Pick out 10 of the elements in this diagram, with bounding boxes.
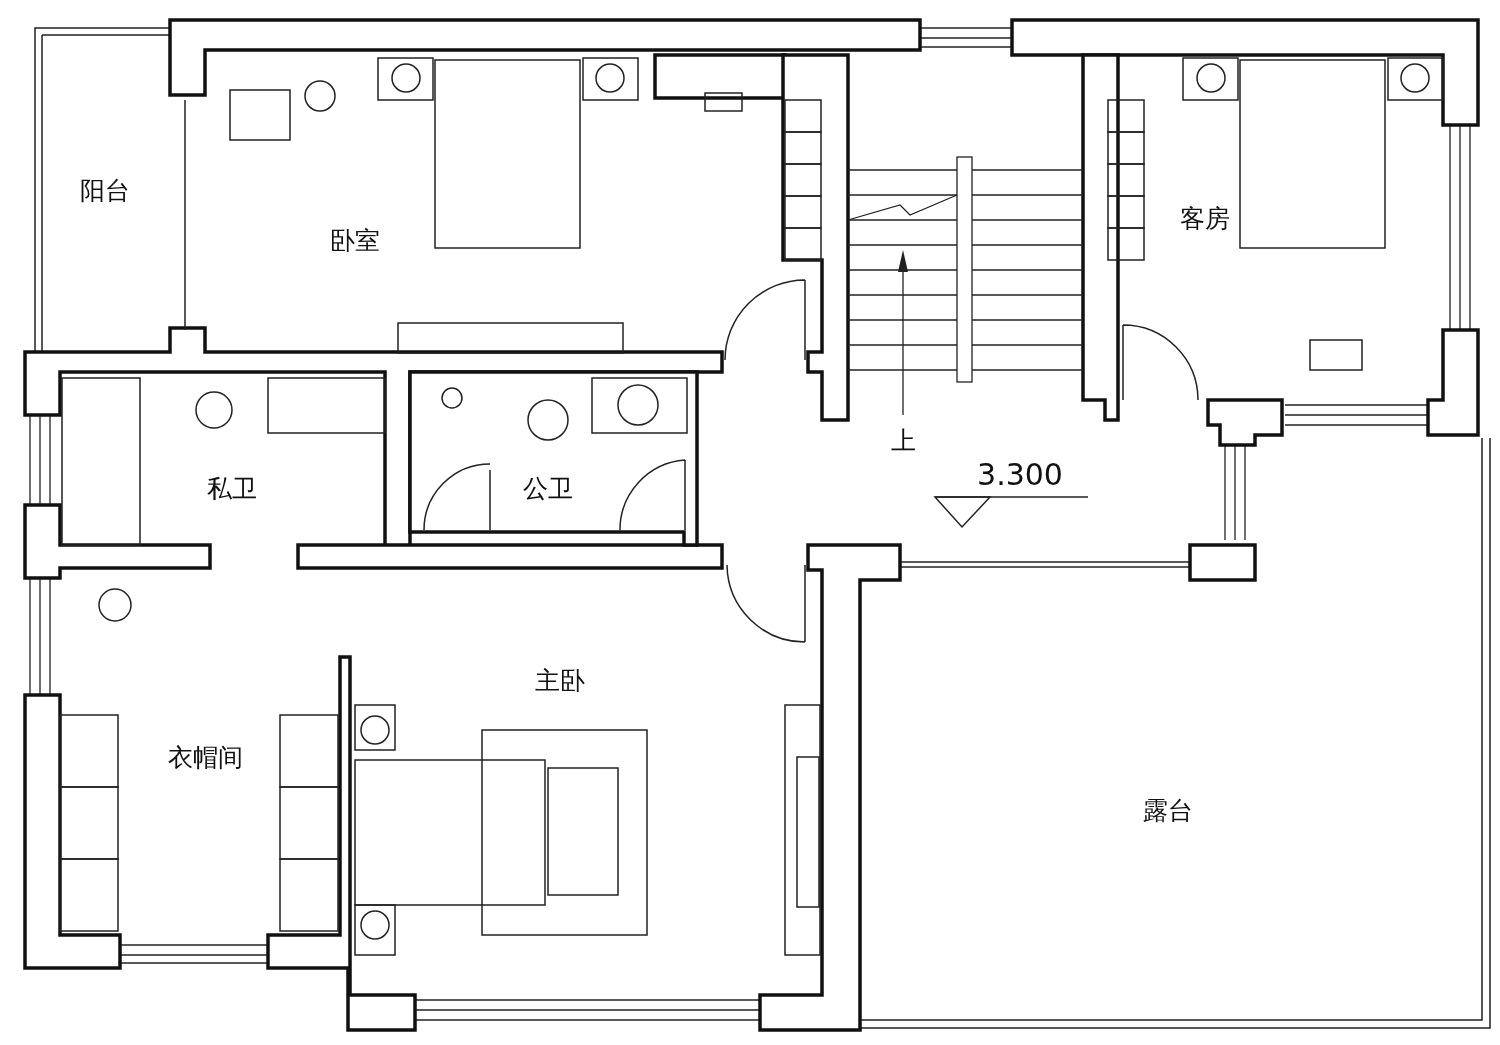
room-label: 客房 [1180, 205, 1230, 231]
room-label: 阳台 [80, 177, 130, 203]
room-label: 衣帽间 [167, 744, 243, 770]
elevation-label: 3.300 [977, 460, 1063, 490]
room-label: 卧室 [330, 227, 380, 253]
stair-direction-label: 上 [890, 427, 916, 453]
room-label: 主卧 [535, 667, 585, 693]
room-label: 公卫 [523, 475, 573, 501]
room-label: 私卫 [207, 475, 257, 501]
room-label: 露台 [1143, 797, 1193, 823]
